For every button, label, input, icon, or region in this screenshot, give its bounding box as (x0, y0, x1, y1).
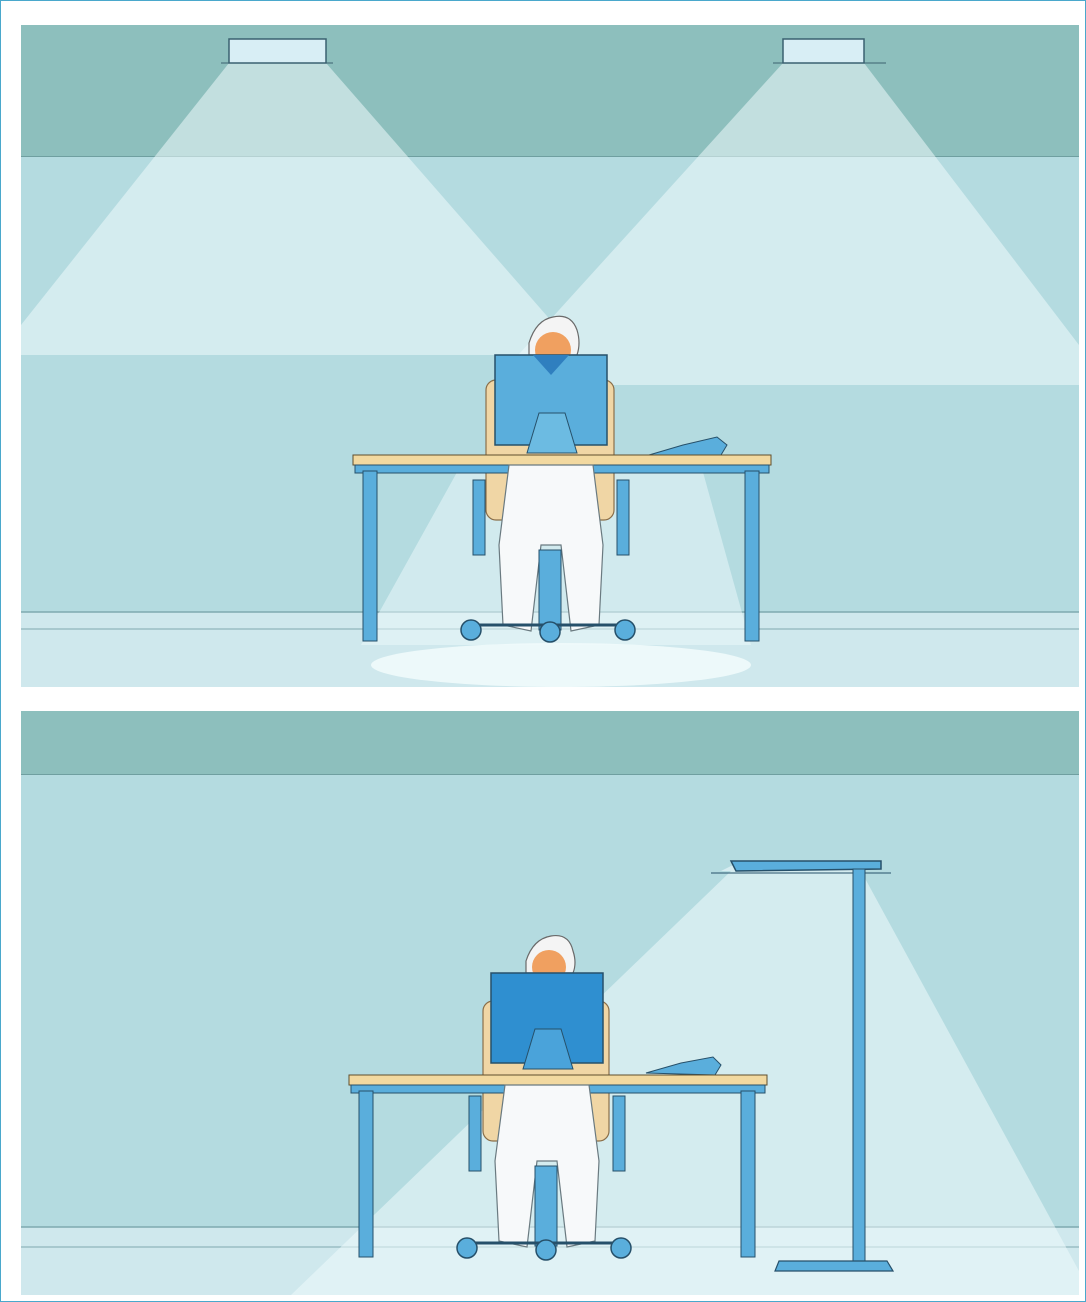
monitor-icon (490, 972, 604, 1070)
person-body (498, 464, 604, 632)
office-chair-base-icon (460, 479, 636, 643)
light-pool-floor (371, 643, 751, 687)
ceiling (21, 711, 1079, 775)
panel-floor-lamp-lighting (21, 711, 1079, 1295)
monitor-icon (494, 354, 608, 454)
panel-ceiling-lighting (21, 25, 1079, 687)
light-cone-right (491, 63, 1079, 385)
ceiling-luminaire-left-icon (221, 38, 333, 64)
ceiling-lighting-illustration (21, 25, 1079, 687)
floor-standing-luminaire-icon (711, 860, 895, 1272)
ceiling-luminaire-right-icon (773, 38, 886, 64)
floor-lamp-lighting-illustration (21, 711, 1079, 1295)
office-chair-base-icon (456, 1095, 632, 1261)
person-body (494, 1084, 600, 1248)
light-cone-left (21, 63, 581, 355)
